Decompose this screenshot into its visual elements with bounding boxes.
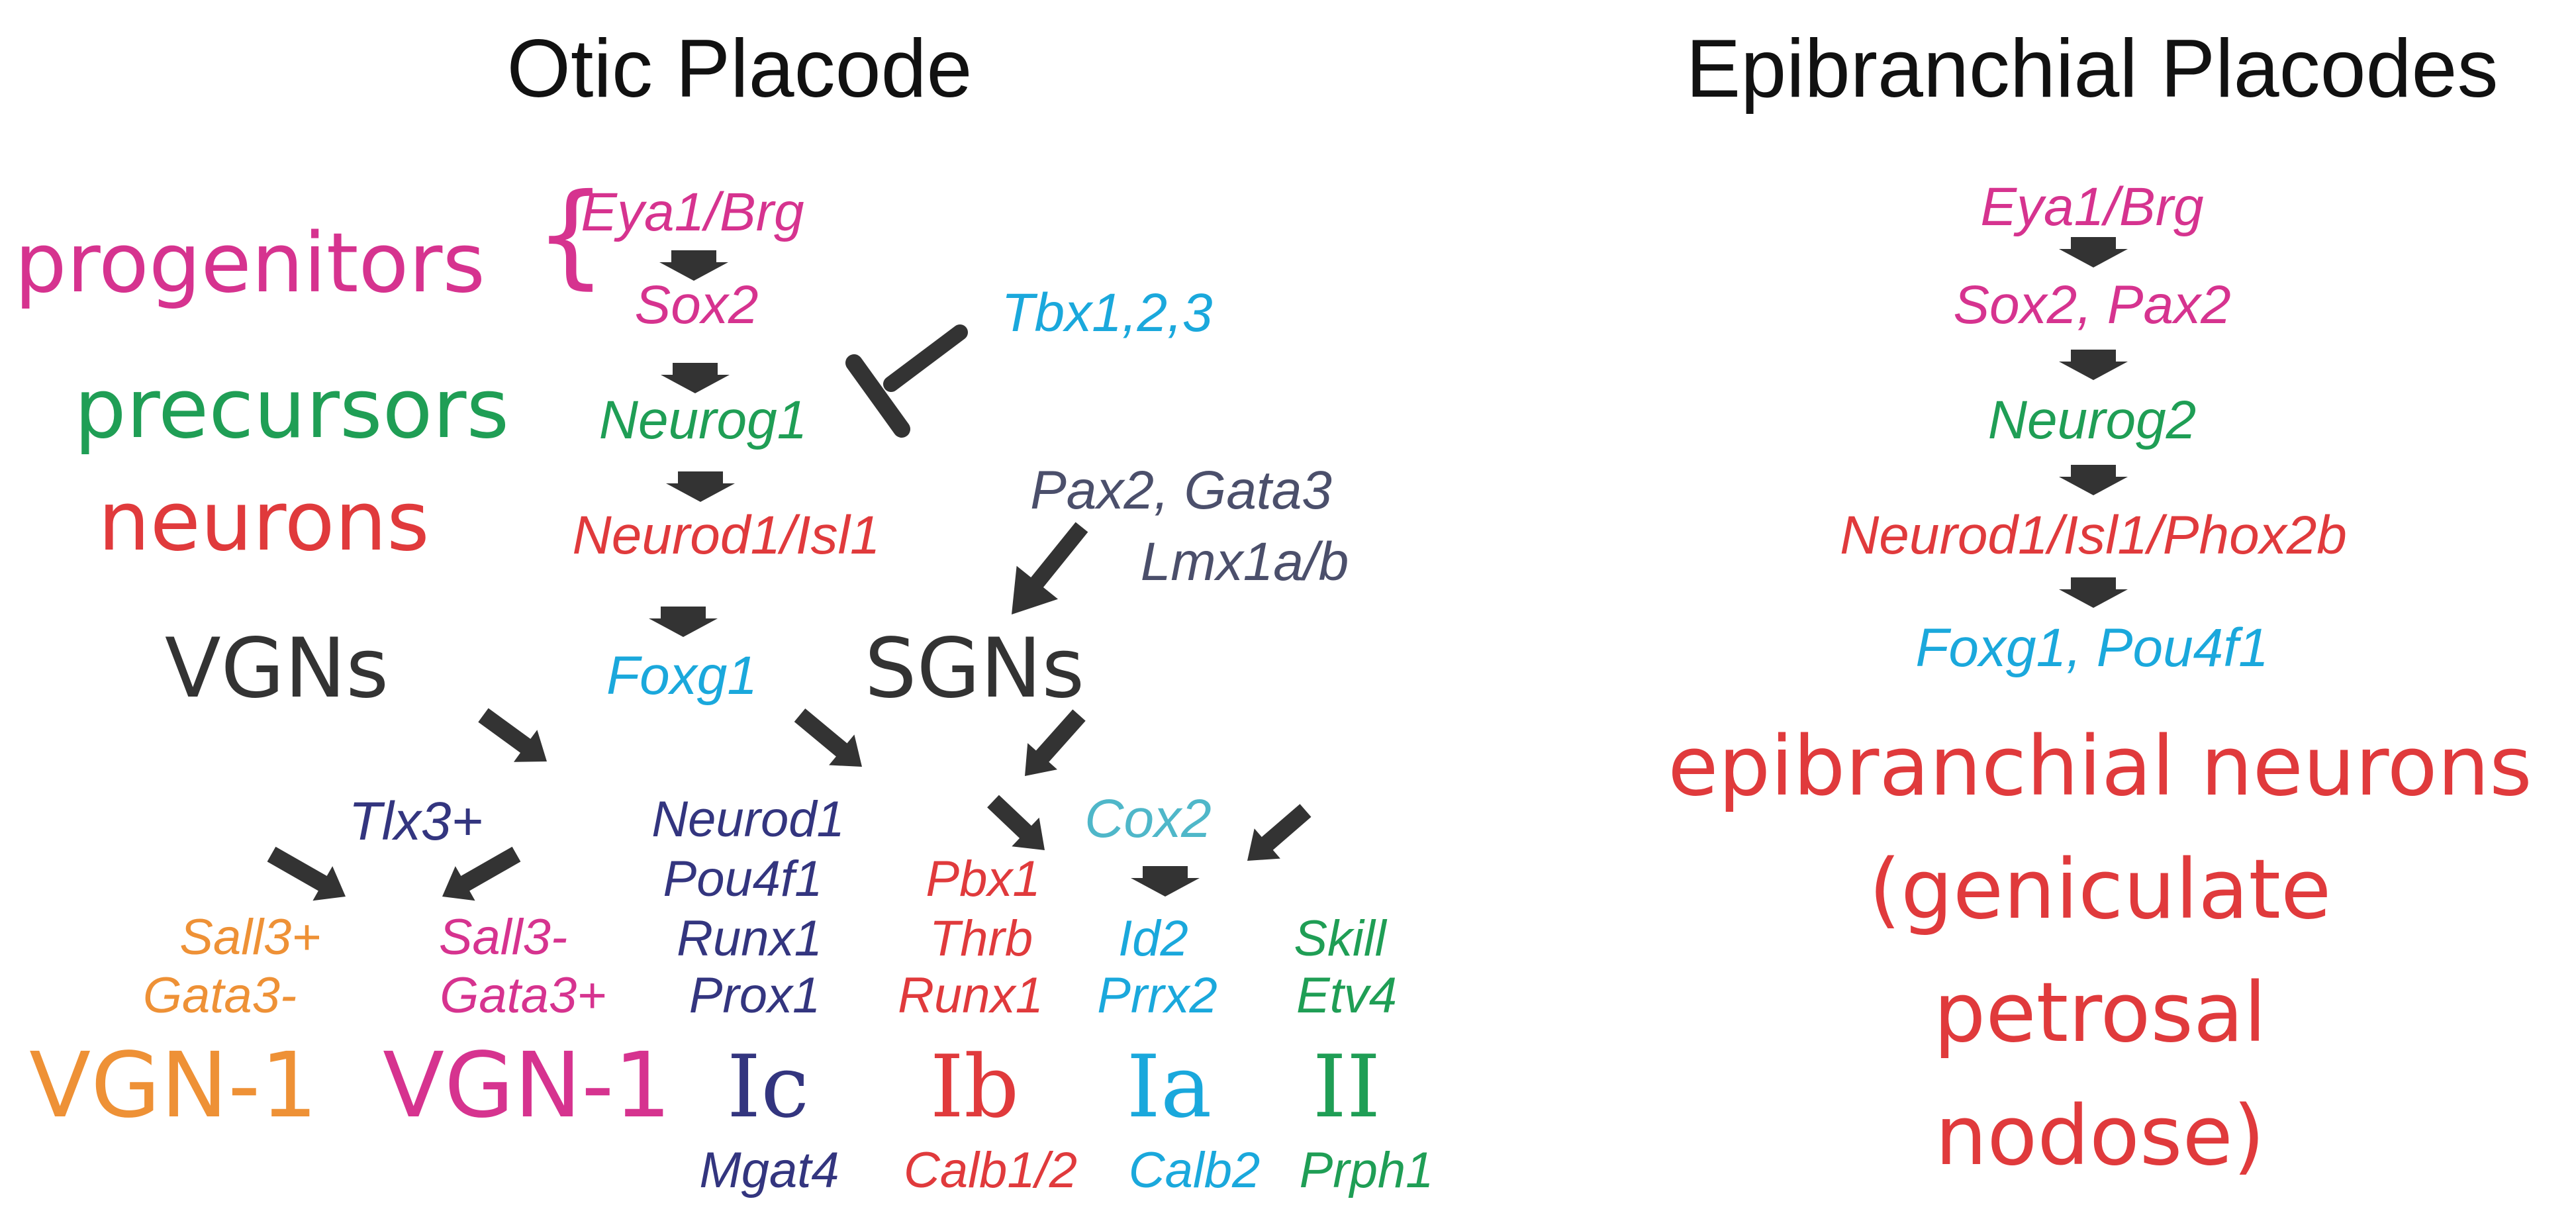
epi-gene-foxg1-pou4f1: Foxg1, Pou4f1 [1915,618,2269,678]
arrow-foxg1-branch [794,708,862,767]
gene-neurog1: Neurog1 [598,390,808,450]
class-vgn1-orange: VGN-1 [29,1034,318,1138]
epi-neurons-line1: epibranchial neurons [1668,719,2532,814]
class-ic: Ic [726,1036,810,1137]
epi-gene-sox2-pax2: Sox2, Pax2 [1953,275,2231,335]
epi-neurons-line3: petrosal [1933,965,2267,1061]
marker-skill: Skill [1294,910,1386,967]
epi-arrow-neurog2-to-neurod1 [2059,465,2128,495]
branch-vgns: VGNs [164,621,389,716]
arrow-cox2-to-id2 [1131,866,1200,897]
gene-lmx1ab: Lmx1a/b [1140,532,1349,592]
arrow-sgns-branch [1025,709,1086,776]
gene-pax2-gata3: Pax2, Gata3 [1030,460,1332,520]
stage-label-progenitors: progenitors [15,216,485,311]
arrow-vgns-branch [478,708,547,762]
epi-arrow-neurod1-to-foxg1 [2059,577,2128,608]
gene-foxg1: Foxg1 [606,646,757,706]
epi-arrow-eya1-to-sox2 [2059,237,2128,268]
stage-label-neurons: neurons [98,474,430,569]
arrow-neurog1-to-neurod1 [666,471,735,502]
branch-cox2: Cox2 [1084,789,1212,849]
progenitors-brace: { [535,170,607,301]
class-ib: Ib [930,1036,1020,1137]
marker-runx1-ib: Runx1 [898,967,1043,1024]
arrow-sox2-to-neurog1 [661,363,730,393]
marker-gata3-plus: Gata3+ [440,967,606,1024]
epi-neurons-line4: nodose) [1934,1089,2266,1184]
marker-prrx2: Prrx2 [1097,967,1217,1024]
arrow-neurod1-to-foxg1 [649,607,718,637]
marker-gata3-minus: Gata3- [142,967,297,1024]
class-vgn1-magenta: VGN-1 [383,1034,671,1138]
marker-pou4f1: Pou4f1 [663,851,823,907]
branch-sgns: SGNs [864,621,1085,716]
epi-gene-neurog2: Neurog2 [1987,390,2197,450]
epibranchial-placodes-title: Epibranchial Placodes [1686,23,2499,115]
marker-prph1: Prph1 [1299,1142,1434,1198]
branch-tlx3: Tlx3+ [348,791,483,852]
otic-placode-title: Otic Placode [506,23,973,115]
marker-sall3-plus: Sall3+ [179,909,321,965]
gene-tbx: Tbx1,2,3 [1001,283,1213,343]
arrow-tlx3-to-sall3-minus [442,846,521,901]
arrow-to-skill [1247,804,1312,861]
marker-pbx1: Pbx1 [926,851,1041,907]
marker-sall3-minus: Sall3- [438,909,568,965]
marker-runx1-ic: Runx1 [677,910,822,967]
marker-thrb: Thrb [929,910,1033,967]
marker-id2: Id2 [1118,910,1188,967]
gene-sox2: Sox2 [634,275,759,335]
gene-neurod1-isl1: Neurod1/Isl1 [572,505,881,565]
marker-etv4: Etv4 [1296,967,1398,1024]
marker-calb2: Calb2 [1128,1142,1261,1198]
marker-calb12: Calb1/2 [904,1142,1077,1198]
arrow-pax2-gata3-to-sgns [1012,522,1088,614]
gene-eya1-brg: Eya1/Brg [581,182,804,242]
arrow-tlx3-to-sall3-plus [267,846,346,901]
stage-label-precursors: precursors [74,362,510,457]
epi-neurons-line2: (geniculate [1868,842,2332,938]
class-ii: II [1312,1036,1381,1137]
marker-prox1: Prox1 [689,967,821,1024]
epi-arrow-sox2-to-neurog2 [2059,350,2128,380]
inhibition-tbx-to-neurog1 [845,324,968,438]
marker-mgat4: Mgat4 [699,1142,839,1198]
arrow-eya1-to-sox2 [659,250,728,281]
epi-gene-neurod1-isl1-phox2b: Neurod1/Isl1/Phox2b [1840,505,2347,565]
marker-neurod1: Neurod1 [651,791,845,848]
arrow-sgns-to-ib [987,795,1045,850]
class-ia: Ia [1126,1036,1212,1137]
epi-gene-eya1-brg: Eya1/Brg [1980,177,2204,237]
